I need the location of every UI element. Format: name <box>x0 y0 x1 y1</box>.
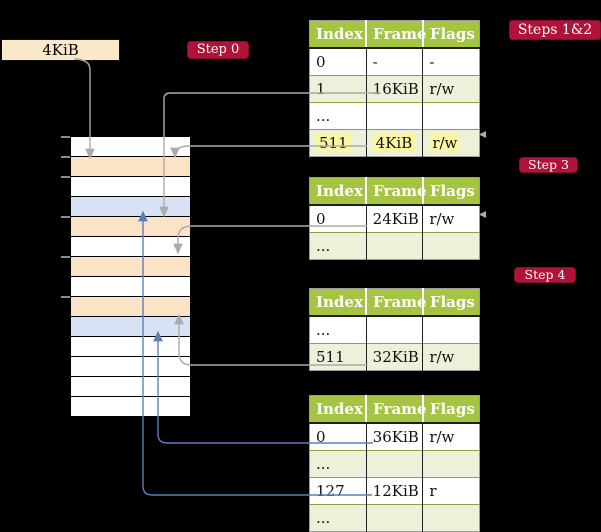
table-cell <box>422 315 480 344</box>
table-cell: r/w <box>422 204 480 233</box>
memory-tick <box>61 296 70 298</box>
memory-frame-row-9 <box>71 317 190 337</box>
memory-tick <box>61 256 70 258</box>
column-header-frame: Frame <box>366 288 427 317</box>
table-cell: 12KiB <box>366 477 424 505</box>
table-cell <box>366 315 424 344</box>
column-header-index: Index <box>309 20 368 49</box>
memory-tick <box>61 216 70 218</box>
table-cell: 0 <box>309 204 367 233</box>
table-cell: 16KiB <box>366 75 424 103</box>
steps-1-2-badge: Steps 1&2 <box>509 20 601 40</box>
memory-frame-row-13 <box>71 397 190 416</box>
table-cell <box>422 450 480 478</box>
table-cell: 511 <box>309 343 367 371</box>
table-cell: - <box>366 47 424 76</box>
memory-frame-row-2 <box>71 177 190 197</box>
table-cell: 127 <box>309 477 367 505</box>
memory-frame-row-4 <box>71 217 190 237</box>
table-row: ... <box>309 102 480 130</box>
table-cell: 4KiB <box>366 129 424 157</box>
step-4-badge: Step 4 <box>514 267 576 283</box>
table-cell: r/w <box>422 75 480 103</box>
memory-frame-row-0 <box>71 137 190 157</box>
table-cell <box>422 232 480 260</box>
memory-frame-row-5 <box>71 237 190 257</box>
column-header-flags: Flags <box>422 177 480 206</box>
column-header-flags: Flags <box>422 288 480 317</box>
memory-frame-row-12 <box>71 377 190 397</box>
column-header-index: Index <box>309 395 368 424</box>
table-cell: 24KiB <box>366 204 424 233</box>
table-cell: 511 <box>309 129 367 157</box>
memory-frame-row-11 <box>71 357 190 377</box>
table-cell: 32KiB <box>366 343 424 371</box>
column-header-frame: Frame <box>366 177 427 206</box>
highlighted-value: r/w <box>429 134 461 152</box>
table-cell: ... <box>309 504 367 532</box>
table-cell <box>422 504 480 532</box>
physical-memory-column <box>70 136 191 417</box>
table-cell: ... <box>309 450 367 478</box>
column-header-index: Index <box>309 288 368 317</box>
table-cell: r/w <box>422 129 480 157</box>
step-0-badge: Step 0 <box>187 41 249 59</box>
table-row: 511 4KiB r/w <box>309 129 480 157</box>
memory-tick <box>61 136 70 138</box>
memory-tick <box>61 176 70 178</box>
table-cell: ... <box>309 102 367 130</box>
memory-tick <box>61 156 70 158</box>
table-cell <box>366 232 424 260</box>
table-cell <box>366 102 424 130</box>
table-cell <box>366 450 424 478</box>
table-cell: 0 <box>309 47 367 76</box>
column-header-flags: Flags <box>422 395 480 424</box>
column-header-frame: Frame <box>366 395 427 424</box>
table-cell: ... <box>309 232 367 260</box>
column-header-index: Index <box>309 177 368 206</box>
table-cell: - <box>422 47 480 76</box>
highlighted-value: 4KiB <box>372 134 416 152</box>
memory-frame-row-3 <box>71 197 190 217</box>
frame-size-label: 4KiB <box>42 41 79 59</box>
column-header-flags: Flags <box>422 20 480 49</box>
table-cell: r/w <box>422 422 480 451</box>
table-row: ... <box>309 504 480 532</box>
step-3-badge: Step 3 <box>519 157 578 173</box>
table-cell: 0 <box>309 422 367 451</box>
table-cell <box>422 102 480 130</box>
table-cell: r <box>422 477 480 505</box>
table-cell: 1 <box>309 75 367 103</box>
table-cell: r/w <box>422 343 480 371</box>
table-cell <box>366 504 424 532</box>
column-header-frame: Frame <box>366 20 427 49</box>
memory-frame-row-8 <box>71 297 190 317</box>
table-row: ... <box>309 450 480 478</box>
memory-frame-row-7 <box>71 277 190 297</box>
memory-frame-row-1 <box>71 157 190 177</box>
highlighted-value: 511 <box>316 134 351 152</box>
table-row: ... <box>309 232 480 260</box>
frame-size-box: 4KiB <box>1 39 120 61</box>
table-cell: ... <box>309 315 367 344</box>
table-row: ... <box>309 315 480 344</box>
memory-frame-row-10 <box>71 337 190 357</box>
memory-frame-row-6 <box>71 257 190 277</box>
arrow-stub-table2 <box>479 211 486 218</box>
table-cell: 36KiB <box>366 422 424 451</box>
arrow-stub-table1 <box>479 131 486 138</box>
table-row: 0-- <box>309 47 480 76</box>
